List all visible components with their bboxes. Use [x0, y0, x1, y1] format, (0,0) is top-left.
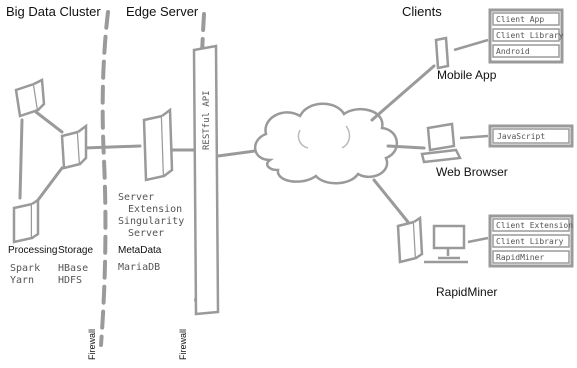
edge-server-line-3: Singularity [118, 216, 184, 227]
laptop-icon [420, 122, 462, 164]
rapidminer-stack [488, 214, 574, 268]
cluster-title: Big Data Cluster [6, 4, 101, 19]
web-stack-item-1: JavaScript [497, 132, 545, 141]
restful-api-label: RESTful API [202, 90, 212, 150]
web-stack [488, 124, 574, 148]
desktop-tower-icon [396, 215, 424, 264]
rapidminer-stack-item-2: Client Library [496, 237, 564, 246]
rapidminer-stack-item-3: RapidMiner [496, 253, 544, 262]
rapidminer-stack-item-1: Client Extension [496, 221, 573, 230]
mobile-stack-item-2: Client Library [496, 31, 564, 40]
mobile-app-label: Mobile App [437, 68, 497, 82]
storage-item-hdfs: HDFS [58, 275, 82, 286]
restful-api-bar [192, 44, 220, 316]
storage-label: Storage [58, 245, 93, 256]
edge-title: Edge Server [126, 4, 199, 19]
clients-title: Clients [402, 4, 442, 19]
edge-server-line-4: Server [128, 228, 164, 239]
metadata-item-mariadb: MariaDB [118, 262, 160, 273]
cluster-server-icon-top [14, 78, 46, 118]
edge-server-line-2: Extension [128, 204, 182, 215]
storage-item-hbase: HBase [58, 263, 88, 274]
cluster-server-icon-bottom [12, 197, 40, 244]
metadata-label: MetaData [118, 245, 162, 256]
firewall-label-1: Firewall [87, 329, 97, 360]
cloud-to-clients-lines [370, 64, 436, 224]
firewall-line-1 [99, 10, 110, 347]
mobile-phone-icon [434, 36, 450, 70]
cluster-server-icon-middle [60, 123, 88, 170]
processing-item-yarn: Yarn [10, 275, 34, 286]
web-stack-connector [459, 134, 489, 140]
rapidminer-label: RapidMiner [436, 285, 497, 299]
firewall-label-2: Firewall [178, 329, 188, 360]
mobile-stack [488, 8, 564, 64]
network-cloud-icon [254, 102, 398, 185]
mobile-stack-item-3: Android [496, 47, 530, 56]
rapidminer-stack-connector [467, 236, 489, 244]
mobile-stack-connector [453, 38, 489, 52]
mobile-stack-item-1: Client App [496, 15, 544, 24]
processing-item-spark: Spark [10, 263, 40, 274]
processing-label: Processing [8, 245, 57, 256]
edge-server-icon [142, 107, 174, 182]
edge-server-line-1: Server [118, 192, 154, 203]
monitor-icon [424, 224, 468, 264]
web-browser-label: Web Browser [436, 165, 508, 179]
